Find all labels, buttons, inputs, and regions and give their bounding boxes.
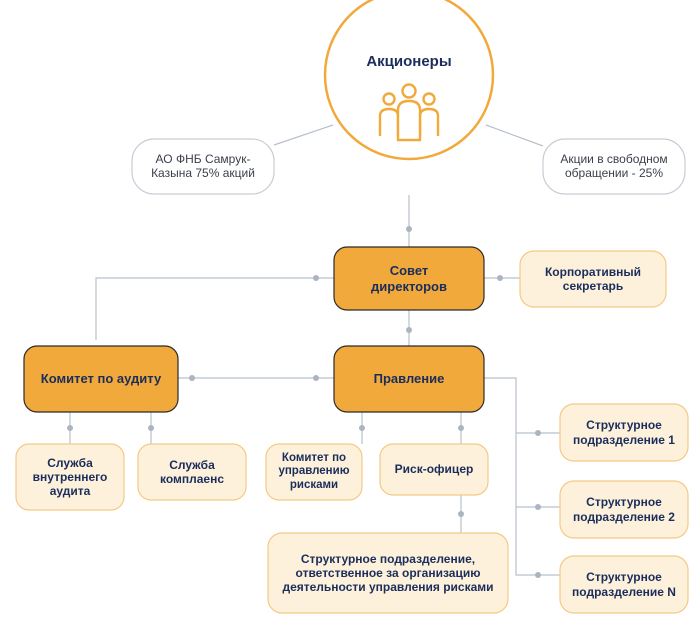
shareholder-left-text: АО ФНБ Самрук-Казына 75% акций [151, 151, 255, 180]
connector-shareholders-left [273, 124, 334, 146]
secretary-label: Корпоративный секретарь [544, 264, 642, 293]
unit-1-box [559, 403, 689, 462]
board-label: Совет директоров [371, 263, 447, 294]
shareholders-title: Акционеры [366, 53, 452, 71]
unit-1-label: Структурное подразделение 1 [573, 418, 675, 447]
internal-audit-label: Служба внутреннего аудита [32, 455, 108, 499]
internal-audit-box [15, 443, 125, 511]
management-label: Правление [373, 371, 445, 387]
unit-n-box [559, 555, 689, 614]
shareholder-right-text: Акции в свободном обращении - 25% [560, 151, 668, 180]
secretary-box [519, 250, 667, 308]
connector-shareholders-right [485, 124, 544, 147]
risk-committee-box [265, 443, 363, 501]
risk-officer-label: Риск-офицер [394, 462, 474, 477]
connector-board-audit [95, 277, 334, 340]
risk-unit-box [267, 532, 509, 614]
audit-committee-label: Комитет по аудиту [40, 371, 162, 387]
risk-committee-label: Комитет по управлению рисками [278, 451, 350, 491]
shareholders-circle [323, 0, 495, 161]
board-box [333, 246, 485, 311]
audit-committee-box [23, 345, 179, 413]
unit-n-label: Структурное подразделение N [572, 570, 676, 599]
unit-2-label: Структурное подразделение 2 [573, 495, 675, 524]
shareholder-left-box [131, 138, 275, 195]
compliance-label: Служба комплаенс [159, 457, 225, 486]
unit-2-box [559, 480, 689, 539]
risk-officer-box [379, 443, 489, 496]
management-box [333, 345, 485, 413]
shareholder-right-box [542, 138, 686, 195]
risk-unit-label: Структурное подразделение, ответственное… [282, 551, 494, 595]
compliance-box [137, 443, 247, 501]
people-group-icon [378, 83, 440, 142]
connector-dots [67, 226, 541, 578]
